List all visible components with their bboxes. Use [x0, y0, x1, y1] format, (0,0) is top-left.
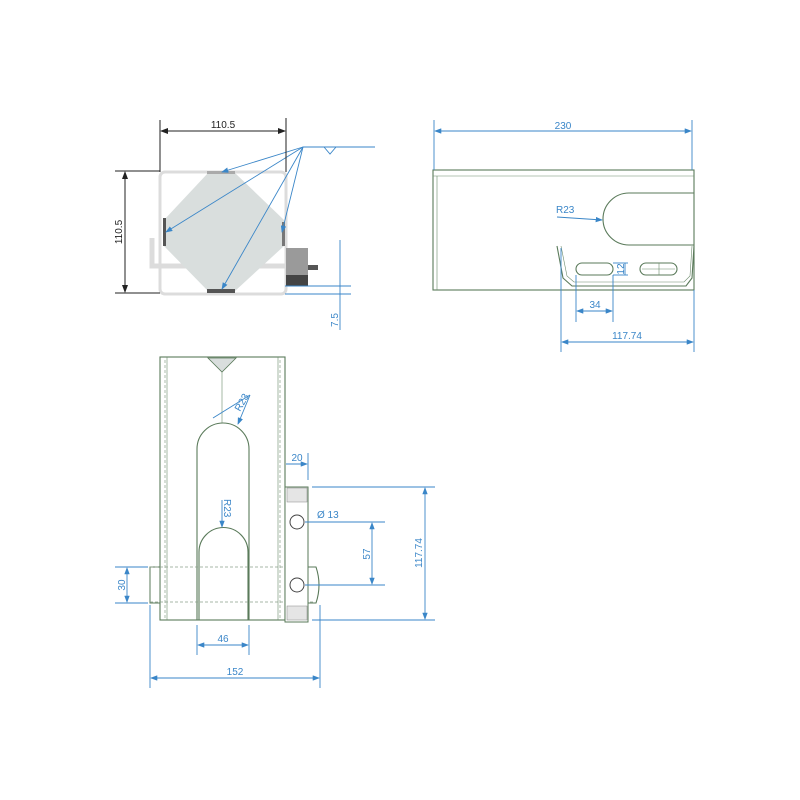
weld-symbol-icon: [323, 146, 337, 155]
front-view: R23 R23 20 Ø 13 57 117.74 30: [115, 356, 435, 688]
height-dimension: 110.5: [114, 219, 125, 244]
length-dimension: 230: [555, 121, 572, 132]
offset-dimension-lines: [285, 240, 351, 330]
hole-spacing-dimension: 57: [362, 548, 373, 560]
end-view: 110.5 110.5 7.5: [114, 118, 375, 330]
hole-diameter-label: Ø 13: [317, 510, 339, 521]
side-bracket: [284, 486, 309, 623]
motor-pin: [308, 265, 318, 270]
mounting-slot-left: [575, 262, 614, 276]
top-notch: [207, 357, 237, 373]
motor-base: [286, 275, 308, 286]
hole-bottom: [289, 577, 305, 593]
inner-radius-label: R23: [221, 499, 232, 518]
inner-arch: [198, 527, 249, 620]
radius-leader: [556, 216, 603, 223]
radius-label: R23: [556, 205, 575, 216]
bracket-offset-dimension: 20: [291, 453, 303, 464]
slot-spacing-dimension-lines: [575, 275, 614, 322]
weld-plate-right: [282, 222, 285, 246]
weld-plate-bottom: [207, 289, 235, 293]
weld-plate-top: [207, 171, 235, 174]
slot-height-dimension: 12: [616, 263, 627, 275]
slot: [602, 192, 694, 246]
slot-width-dimension: 46: [217, 634, 229, 645]
slot: [196, 422, 250, 620]
hole-spacing-dimension-lines: [305, 522, 385, 586]
front-body: [159, 356, 286, 621]
bracket: [556, 245, 695, 287]
mounting-slot-right: [639, 262, 678, 276]
width-dimension-lines: [159, 118, 287, 172]
bracket-length-dimension-lines: [560, 248, 695, 352]
overall-width-dimension: 152: [227, 667, 244, 678]
bracket-height-dimension-lines: [312, 486, 435, 621]
weld-plate-left: [163, 218, 166, 246]
pin-knob: [149, 566, 161, 604]
bracket-inner: [560, 245, 693, 283]
side-body: [432, 169, 695, 291]
pin-diameter-dimension-lines: [115, 566, 148, 604]
hole-top: [289, 514, 305, 530]
overall-width-dimension-lines: [149, 605, 321, 688]
bracket-height-dimension: 117.74: [414, 538, 425, 568]
bracket-cap-top: [286, 487, 308, 503]
width-dimension: 110.5: [211, 120, 236, 131]
bracket-offset-dimension-lines: [286, 453, 309, 480]
slot-height-dimension-lines: [613, 262, 628, 276]
top-radius-leader: [212, 394, 251, 425]
pin-diameter-dimension: 30: [117, 579, 128, 591]
offset-dimension: 7.5: [330, 313, 341, 327]
octagon-profile: [164, 173, 284, 291]
height-dimension-lines: [115, 170, 160, 294]
weld-leaders: [165, 146, 375, 290]
bracket-length-dimension: 117.74: [612, 331, 642, 342]
slot-width-dimension-lines: [196, 625, 250, 655]
length-dimension-lines: [433, 120, 693, 170]
bracket-cap-bottom: [286, 605, 308, 621]
side-view: 230 R23 12 34 117.74: [432, 120, 695, 352]
slot-spacing-dimension: 34: [589, 300, 601, 311]
